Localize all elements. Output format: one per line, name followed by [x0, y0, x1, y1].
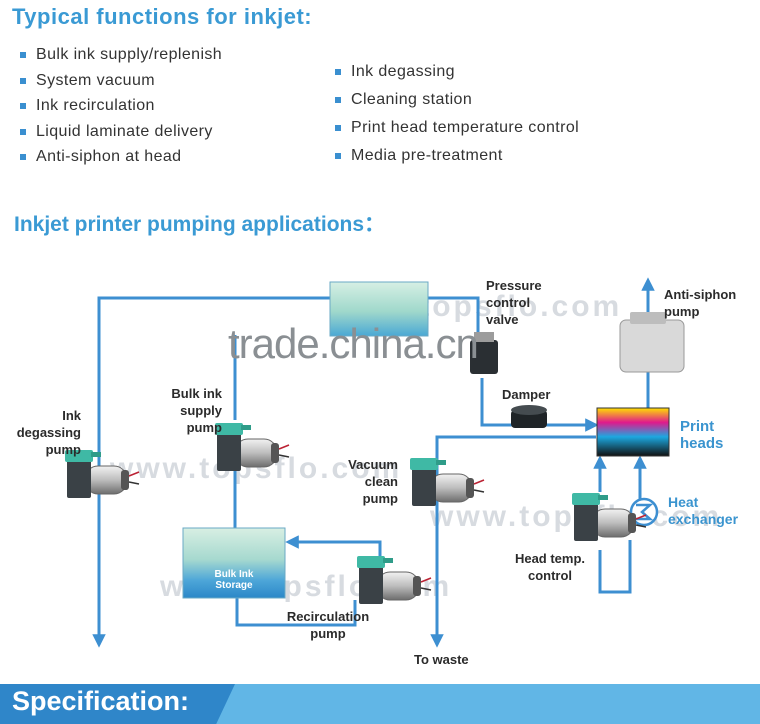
pipe-network [92, 277, 655, 648]
function-item: Ink recirculation [20, 96, 222, 122]
label-anti-siphon-pump: Anti-siphon pump [664, 287, 737, 319]
bulk-ink-supply-pump-icon [214, 422, 290, 472]
label-pressure-control-valve: Pressure control valve [486, 278, 542, 327]
label-bulk-ink-storage: Bulk Ink Storage [214, 569, 254, 591]
function-item: Anti-siphon at head [20, 147, 222, 173]
watermark-trade: trade.china.cn [228, 320, 479, 367]
recirculation-pump-icon [356, 555, 432, 605]
label-heat-exchanger: Heat exchanger [668, 494, 739, 527]
pressure-valve-icon [470, 332, 498, 374]
label-print-heads: Print heads [680, 418, 724, 452]
label-ink-degassing-pump: Ink degassing pump [16, 408, 81, 457]
bulk-ink-storage-tank [182, 527, 286, 599]
footer-tab [0, 684, 235, 724]
damper-icon [511, 405, 547, 428]
functions-list-right: Ink degassing Cleaning station Print hea… [335, 62, 579, 174]
anti-siphon-pump-icon [619, 312, 685, 373]
top-ink-tank [329, 281, 429, 337]
function-item: System vacuum [20, 71, 222, 97]
heading-typical-functions: Typical functions for inkjet: [12, 4, 313, 29]
specification-title: Specification: [12, 686, 190, 716]
label-recirculation-pump: Recirculation pump [286, 609, 370, 641]
function-item: Cleaning station [335, 90, 579, 118]
function-item: Bulk ink supply/replenish [20, 45, 222, 71]
label-damper: Damper [502, 387, 551, 402]
label-bulk-ink-supply-pump: Bulk ink supply pump [171, 386, 222, 435]
function-item: Media pre-treatment [335, 146, 579, 174]
functions-list-left: Bulk ink supply/replenish System vacuum … [20, 45, 222, 173]
vacuum-clean-pump-icon [409, 457, 485, 507]
print-heads-block [596, 407, 670, 457]
function-item: Liquid laminate delivery [20, 122, 222, 148]
function-item: Ink degassing [335, 62, 579, 90]
label-head-temp-control: Head temp. control [514, 551, 586, 583]
head-temp-control-pump-icon [571, 492, 647, 542]
label-vacuum-clean-pump: Vacuum clean pump [348, 457, 398, 506]
label-to-waste: To waste [414, 652, 469, 667]
function-item: Print head temperature control [335, 118, 579, 146]
heading-pumping-applications: Inkjet printer pumping applications： [14, 213, 386, 236]
